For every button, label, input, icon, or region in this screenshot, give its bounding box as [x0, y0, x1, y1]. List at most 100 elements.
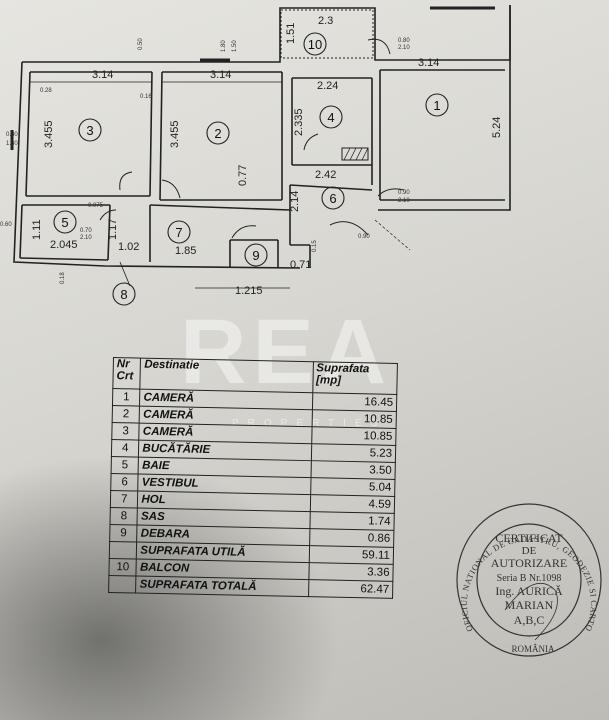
room-number-8: 8 [120, 287, 127, 302]
cell-sup: 4.59 [309, 494, 395, 514]
room-number-4: 4 [327, 110, 334, 125]
watermark-logo: REA [180, 301, 393, 403]
room-number-1: 1 [433, 98, 440, 113]
room-circle-5 [53, 210, 77, 234]
cell-nr: 7 [110, 490, 139, 509]
dim-room1-height: 5.24 [491, 117, 503, 138]
label-small-8: 1.30 [6, 141, 18, 147]
label-small-10: 2.10 [398, 198, 410, 204]
label-small-2: 1.80 [221, 40, 227, 52]
label-small-4: 0.80 [398, 38, 410, 44]
stamp-line-1: CERTIFICAT [495, 531, 563, 545]
room-circle-9 [244, 243, 268, 267]
dim-vestibul-width: 2.42 [315, 169, 336, 181]
cell-nr: 6 [110, 473, 139, 492]
dim-room3-height: 3.455 [43, 120, 55, 148]
outer-wall-left-bottom [13, 61, 301, 269]
outer-wall-right [378, 5, 511, 211]
signature-scribble [504, 582, 558, 641]
label-small-18: 0.50 [138, 38, 144, 50]
cell-sup: 10.85 [311, 409, 397, 429]
dim-hol-width: 1.85 [175, 245, 196, 257]
room-number-7: 7 [175, 225, 182, 240]
header-destinatie: Destinatie [140, 358, 313, 393]
dim-sas-width: 1.02 [118, 241, 139, 253]
cell-sup: 3.50 [310, 460, 396, 480]
outer-wall-top [22, 5, 511, 63]
dim-balcony-width: 2.3 [318, 15, 333, 27]
room-number-2: 2 [214, 126, 221, 141]
dim-room1-width: 3.14 [418, 57, 439, 69]
dim-bath-width: 2.045 [50, 239, 78, 251]
stamp-line-7: A,B,C [514, 613, 545, 627]
label-small-7: 0.80 [6, 132, 18, 138]
label-small-14: 0.60 [0, 222, 12, 228]
dim-small-width: 0.71 [290, 259, 311, 271]
label-small-6: 0.16 [140, 94, 152, 100]
dim-room2-height: 3.455 [169, 120, 181, 148]
dim-kitchen-width: 2.24 [317, 80, 338, 92]
stamp-line-6: MARIAN [505, 598, 554, 612]
room-number-3: 3 [86, 123, 93, 138]
cell-nr: 5 [111, 456, 139, 475]
cell-nr: 10 [108, 558, 137, 577]
stamp-country: ROMÂNIA [511, 644, 555, 654]
room-circle-7 [167, 220, 191, 244]
room-number-5: 5 [61, 215, 68, 230]
label-small-5: 2.10 [398, 45, 410, 51]
watermark-subtitle: PROPERTIES [232, 418, 387, 429]
label-small-16: 0.15 [312, 240, 318, 252]
cell-nr: 3 [111, 422, 140, 441]
photo-shadow [0, 455, 340, 720]
room-circle-2 [206, 121, 230, 145]
cell-sup: 62.47 [308, 579, 393, 599]
cell-nr: 2 [112, 405, 140, 424]
room-circle-6 [321, 186, 345, 210]
label-small-12: 2.10 [80, 235, 92, 241]
cell-nr: 1 [112, 388, 141, 407]
label-small-11: 0.70 [80, 228, 92, 234]
label-small-1: 0.28 [40, 88, 52, 94]
header-nr: Nr Crt [112, 357, 141, 390]
cell-sup: 3.36 [308, 562, 394, 582]
cell-nr [108, 575, 137, 594]
cell-nr: 4 [111, 439, 140, 458]
cell-sup: 10.85 [311, 426, 397, 446]
dim-room2-width: 3.14 [210, 69, 231, 81]
dim-room2-door-offset: 0.77 [237, 165, 249, 186]
room-circle-4 [319, 105, 343, 129]
room-circle-3 [78, 118, 102, 142]
stamp-line-4: Seria B Nr.1098 [497, 573, 562, 584]
cell-nr: 9 [109, 524, 138, 543]
dim-balcony-height: 1.51 [285, 23, 297, 44]
authorization-stamp: OFICIUL NATIONAL DE CADASTRU, GEODEZIE S… [445, 480, 602, 657]
cell-sup: 5.23 [310, 443, 396, 463]
stamp-line-5: Ing. AURICĂ [495, 584, 563, 598]
cell-sup: 5.04 [310, 477, 395, 497]
cell-nr [109, 541, 138, 560]
dim-bath-height: 1.11 [31, 219, 43, 240]
room-number-6: 6 [329, 191, 336, 206]
cell-nr: 8 [109, 507, 138, 526]
cell-sup: 0.86 [309, 528, 394, 548]
stamp-line-2: DE [522, 545, 537, 557]
cell-dest: SUPRAFATA TOTALĂ [135, 576, 309, 597]
label-small-17: 0.18 [60, 272, 66, 284]
floor-plan: 1 2 3 4 5 6 7 8 9 10 2.3 3.14 3.14 3.14 … [0, 5, 511, 306]
room-circle-1 [425, 93, 449, 117]
dim-vestibul-height: 2.14 [289, 191, 301, 212]
room-number-10: 10 [308, 37, 322, 52]
header-suprafata: Suprafata [mp] [312, 361, 398, 395]
stamp-line-3: AUTORIZARE [491, 556, 567, 570]
cell-sup: 16.45 [311, 392, 397, 412]
label-small-15: 0.90 [358, 234, 370, 240]
dim-sas-height: 1.17 [107, 219, 119, 240]
dim-bottom-width: 1.215 [235, 285, 263, 297]
label-small-9: 0.90 [398, 190, 410, 196]
room-number-9: 9 [252, 248, 259, 263]
label-small-13: 0.075 [88, 203, 104, 209]
dim-kitchen-height: 2.335 [293, 108, 305, 136]
label-small-3: 1.50 [232, 40, 238, 52]
room-circle-8 [112, 282, 136, 306]
